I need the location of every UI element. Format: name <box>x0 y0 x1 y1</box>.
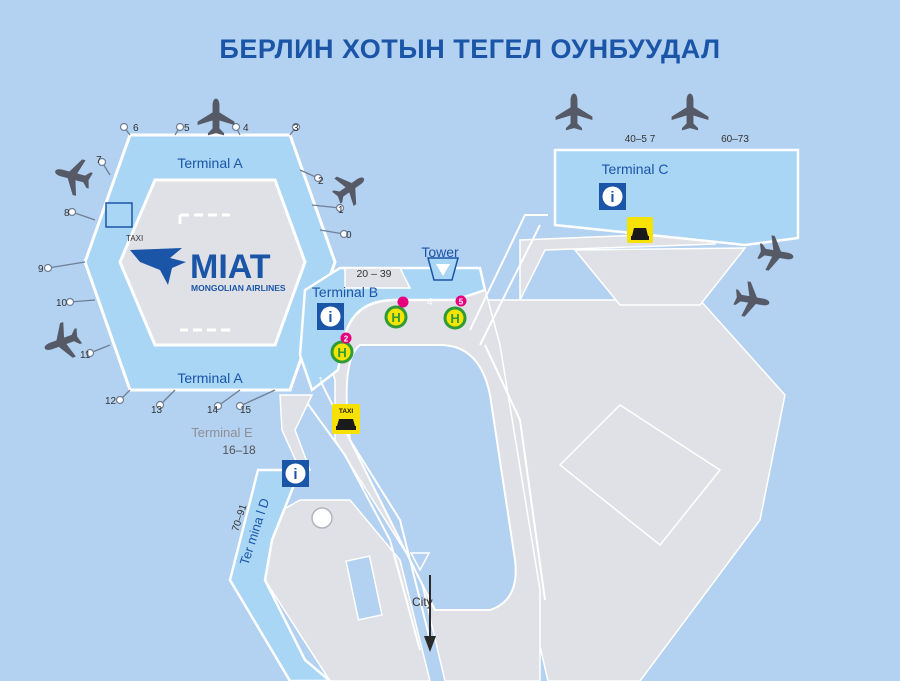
map-title: БЕРЛИН ХОТЫН ТЕГЕЛ ОУНБУУДАЛ <box>219 34 720 64</box>
terminal-a-inner <box>118 178 307 347</box>
taxi-icon[interactable] <box>627 217 653 243</box>
terminal-a-top-label: Terminal A <box>177 155 243 171</box>
city-label: City <box>412 595 433 609</box>
gate-dots-a <box>43 122 349 411</box>
terminal-c-building <box>553 148 800 247</box>
gate-numbers: 0 1 2 3 4 5 6 7 8 9 10 11 12 13 14 15 <box>38 123 352 416</box>
gate-number: 15 <box>240 405 252 416</box>
gate-fingers-a <box>47 126 345 407</box>
tower-mark <box>436 264 450 276</box>
gate-number: 0 <box>346 230 352 241</box>
gate-number: 10 <box>56 298 68 309</box>
road-number-1: 1 <box>318 376 324 387</box>
info-icon[interactable]: i <box>282 460 309 487</box>
terminal-b-building <box>298 257 487 393</box>
pin-label-5: 5 <box>459 298 464 307</box>
gate-number: 12 <box>105 396 117 407</box>
bus-stop-label: H <box>391 310 400 325</box>
gate-number: 1 <box>338 205 344 216</box>
gate-number: 14 <box>207 405 219 416</box>
bus-stop-label: H <box>450 311 459 326</box>
gate-number: 13 <box>151 405 163 416</box>
apron-hatch <box>558 404 722 547</box>
logo-subtitle: MONGOLIAN AIRLINES <box>191 283 286 293</box>
terminal-d-building <box>228 468 332 681</box>
terminal-a-square <box>105 202 133 228</box>
info-icon[interactable]: i <box>599 183 626 210</box>
terminal-c-gates-left: 40–5 7 <box>625 134 656 145</box>
miat-emblem-icon <box>130 248 186 285</box>
road-number-4: 4 <box>427 297 433 308</box>
tower-label: Tower <box>421 244 459 260</box>
roundabout <box>311 507 333 529</box>
terminal-c-label: Terminal C <box>602 161 669 177</box>
terminal-b-pier <box>344 267 412 289</box>
parking-c <box>573 247 747 306</box>
bus-pins: 5 2 <box>340 295 467 344</box>
terminal-a-bottom-label: Terminal A <box>177 370 243 386</box>
info-label: i <box>610 189 614 206</box>
terminal-c-gates-right: 60–73 <box>721 134 749 145</box>
terminal-e-gates: 16–18 <box>222 443 256 457</box>
bus-stops: H H H <box>330 305 467 364</box>
info-icon[interactable]: i <box>317 303 344 330</box>
terminal-e-link <box>279 394 314 471</box>
gate-number: 4 <box>243 123 249 134</box>
road-marker-icon <box>409 552 431 572</box>
terminal-e-label: Terminal E <box>191 425 253 440</box>
apron-d <box>264 499 431 681</box>
inner-field <box>345 344 517 611</box>
info-label: i <box>328 309 332 326</box>
gate-number: 9 <box>38 264 44 275</box>
gate-number: 11 <box>80 350 91 361</box>
parking-bar <box>345 555 383 621</box>
gate-number: 6 <box>133 123 139 134</box>
info-label: i <box>293 466 297 483</box>
bus-stop-icon[interactable]: H <box>443 306 467 330</box>
bus-stop-label: H <box>337 345 346 360</box>
gate-number: 3 <box>293 123 299 134</box>
pin-marker <box>397 296 409 308</box>
taxi-label: TAXI <box>339 408 354 415</box>
terminal-b-gates: 20 – 39 <box>356 268 391 280</box>
miat-logo: MIAT MONGOLIAN AIRLINES TAXI <box>126 213 286 332</box>
logo-frame <box>178 213 230 332</box>
city-arrow-icon <box>424 636 436 652</box>
bus-stop-icon[interactable]: H <box>384 305 408 329</box>
logo-taxi: TAXI <box>126 234 143 243</box>
pin-marker <box>455 295 467 307</box>
logo-name: MIAT <box>190 248 271 286</box>
gate-number: 8 <box>64 208 70 219</box>
gate-number: 7 <box>96 155 102 166</box>
gate-number: 5 <box>184 123 190 134</box>
info-icons: i i i <box>282 183 626 487</box>
terminal-d <box>228 468 332 681</box>
gate-number: 2 <box>318 176 324 187</box>
bus-stop-icon[interactable]: H <box>330 340 354 364</box>
taxi-icon[interactable]: TAXI <box>332 404 360 434</box>
terminal-b-label: Terminal B <box>312 284 378 300</box>
terminal-a-building <box>83 133 337 392</box>
pin-label-2: 2 <box>344 335 349 344</box>
pin-marker <box>340 332 352 344</box>
